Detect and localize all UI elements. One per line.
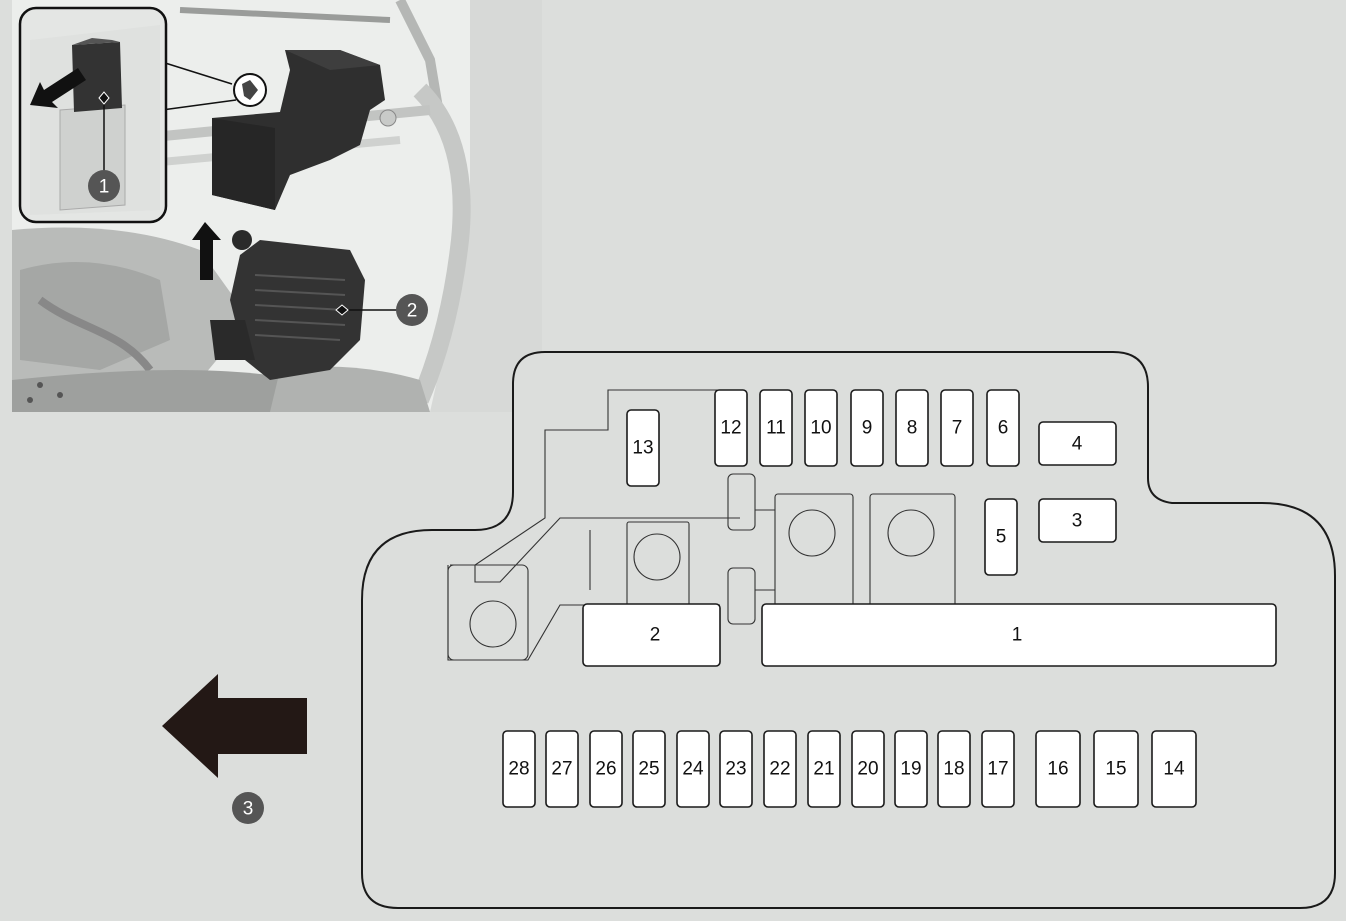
fuse-1: 1 <box>761 603 1277 667</box>
svg-text:19: 19 <box>900 759 921 780</box>
svg-text:16: 16 <box>1047 759 1068 780</box>
svg-text:4: 4 <box>1072 434 1083 455</box>
fuse-15: 15 <box>1093 730 1139 808</box>
fuse-21: 21 <box>807 730 841 808</box>
svg-text:3: 3 <box>243 799 254 820</box>
fuse-14: 14 <box>1151 730 1197 808</box>
svg-text:2: 2 <box>407 301 418 322</box>
svg-text:10: 10 <box>810 418 831 439</box>
callout-1: 1 <box>88 170 120 202</box>
fuse-8: 8 <box>895 389 929 467</box>
fuse-28: 28 <box>502 730 536 808</box>
svg-text:21: 21 <box>813 759 834 780</box>
lift-up-arrow <box>192 222 221 280</box>
fuse-18: 18 <box>937 730 971 808</box>
fuse-27: 27 <box>545 730 579 808</box>
fuse-19: 19 <box>894 730 928 808</box>
fuse-11: 11 <box>759 389 793 467</box>
svg-text:1: 1 <box>99 177 110 198</box>
fuse-10: 10 <box>804 389 838 467</box>
svg-text:14: 14 <box>1163 759 1185 780</box>
svg-text:5: 5 <box>996 527 1007 548</box>
svg-text:23: 23 <box>725 759 746 780</box>
fuse-16: 16 <box>1035 730 1081 808</box>
fuse-5: 5 <box>984 498 1018 576</box>
svg-text:20: 20 <box>857 759 878 780</box>
fuse-20: 20 <box>851 730 885 808</box>
svg-text:1: 1 <box>1012 625 1023 646</box>
svg-text:24: 24 <box>682 759 704 780</box>
svg-text:12: 12 <box>720 418 741 439</box>
svg-text:13: 13 <box>632 438 653 459</box>
svg-text:18: 18 <box>943 759 964 780</box>
svg-text:9: 9 <box>862 418 873 439</box>
fuse-2: 2 <box>582 603 721 667</box>
push-latch-arrow <box>30 68 86 108</box>
fuse-12: 12 <box>714 389 748 467</box>
fuse-23: 23 <box>719 730 753 808</box>
svg-text:7: 7 <box>952 418 963 439</box>
svg-text:3: 3 <box>1072 511 1083 532</box>
svg-text:2: 2 <box>650 625 661 646</box>
svg-text:15: 15 <box>1105 759 1126 780</box>
svg-text:11: 11 <box>766 418 786 439</box>
fuse-3: 3 <box>1038 498 1117 543</box>
svg-text:28: 28 <box>508 759 529 780</box>
fuse-4: 4 <box>1038 421 1117 466</box>
svg-text:26: 26 <box>595 759 616 780</box>
svg-text:8: 8 <box>907 418 918 439</box>
callout-2: 2 <box>396 294 428 326</box>
svg-text:27: 27 <box>551 759 572 780</box>
svg-text:25: 25 <box>638 759 659 780</box>
fuse-25: 25 <box>632 730 666 808</box>
callout-3: 3 <box>232 792 264 824</box>
svg-text:22: 22 <box>769 759 790 780</box>
fuse-24: 24 <box>676 730 710 808</box>
svg-text:17: 17 <box>987 759 1008 780</box>
fuse-26: 26 <box>589 730 623 808</box>
fuse-13: 13 <box>626 409 660 487</box>
svg-text:6: 6 <box>998 418 1009 439</box>
fuse-6: 6 <box>986 389 1020 467</box>
fuse-9: 9 <box>850 389 884 467</box>
front-direction-arrow <box>162 674 307 778</box>
fuse-7: 7 <box>940 389 974 467</box>
engine-bay-illustration <box>12 0 542 412</box>
fuse-22: 22 <box>763 730 797 808</box>
fuse-17: 17 <box>981 730 1015 808</box>
